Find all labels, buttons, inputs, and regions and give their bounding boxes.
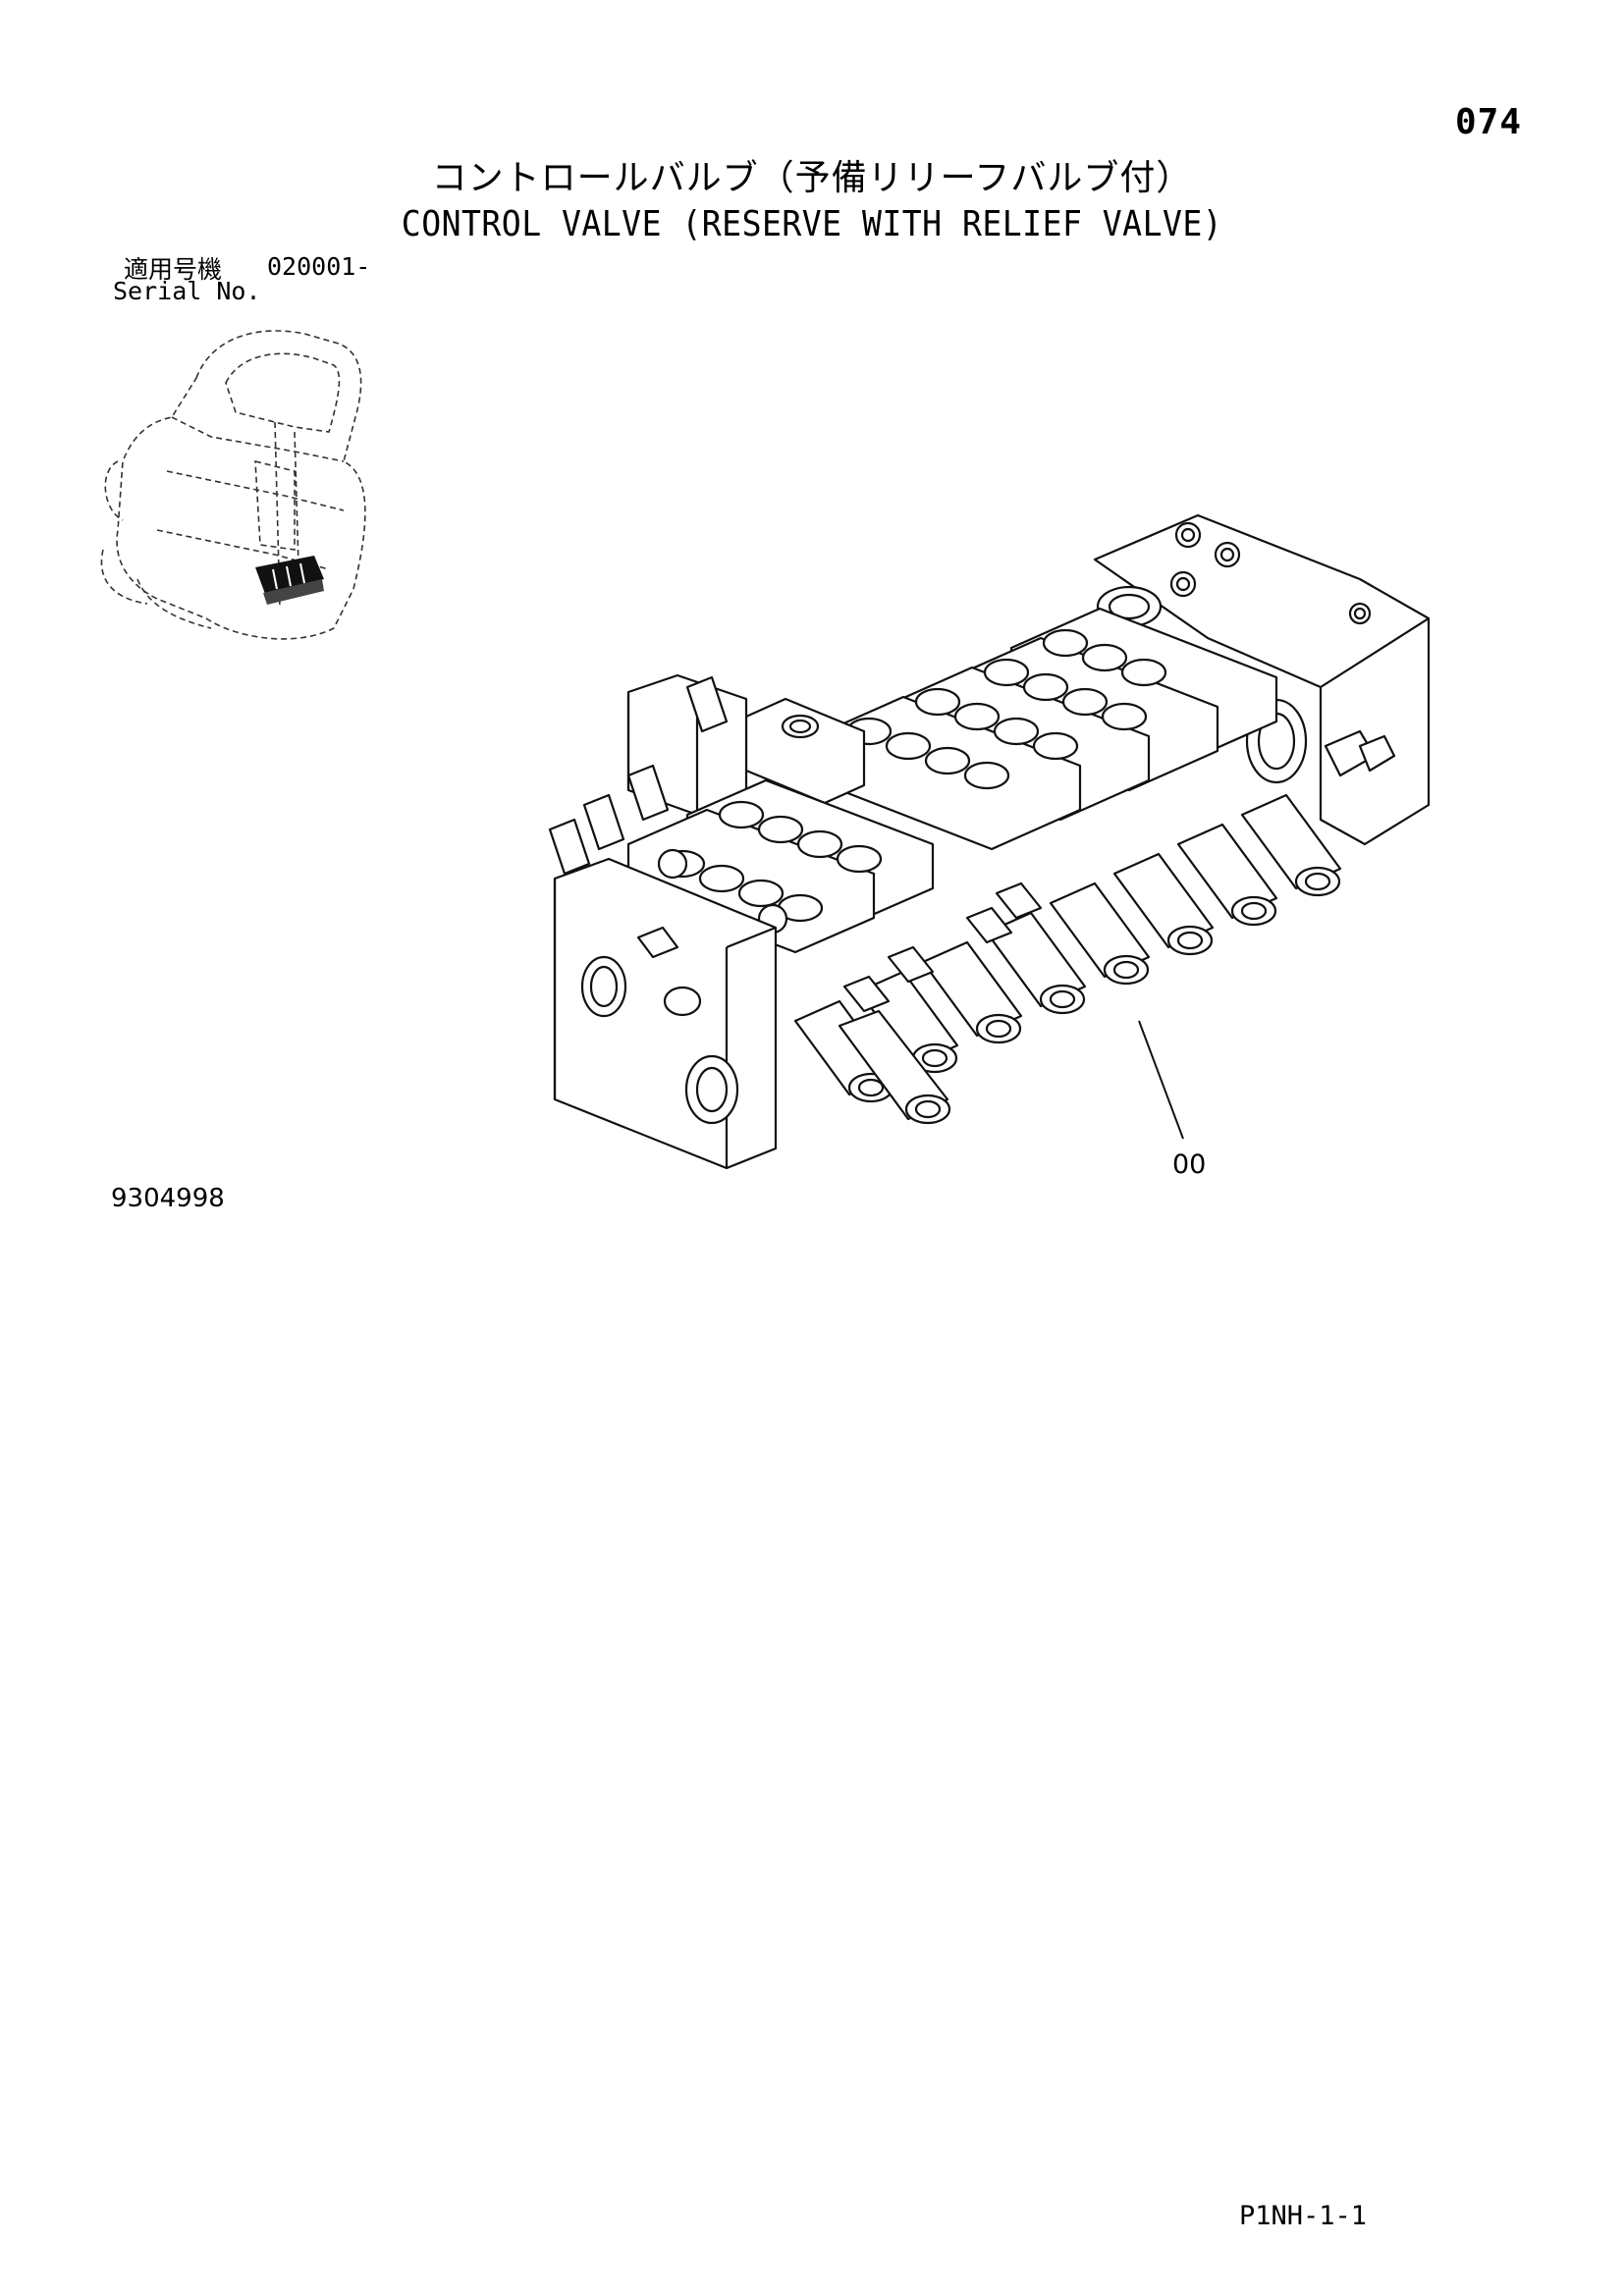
drawing-number: 9304998 — [111, 1184, 225, 1213]
part-callout-label: 00 — [1172, 1149, 1207, 1180]
serial-label-japanese: 適用号機 — [124, 255, 223, 284]
serial-range: 020001- — [267, 252, 371, 281]
page-title-japanese: コントロールバルブ（予備リリーフバルブ付） — [431, 158, 1193, 198]
page-title-english: CONTROL VALVE (RESERVE WITH RELIEF VALVE… — [401, 204, 1223, 244]
page-number: 074 — [1455, 102, 1523, 142]
page-code: P1NH-1-1 — [1239, 2201, 1368, 2231]
highlighted-valve-icon — [255, 556, 324, 605]
serial-label-english: Serial No. — [113, 277, 261, 305]
